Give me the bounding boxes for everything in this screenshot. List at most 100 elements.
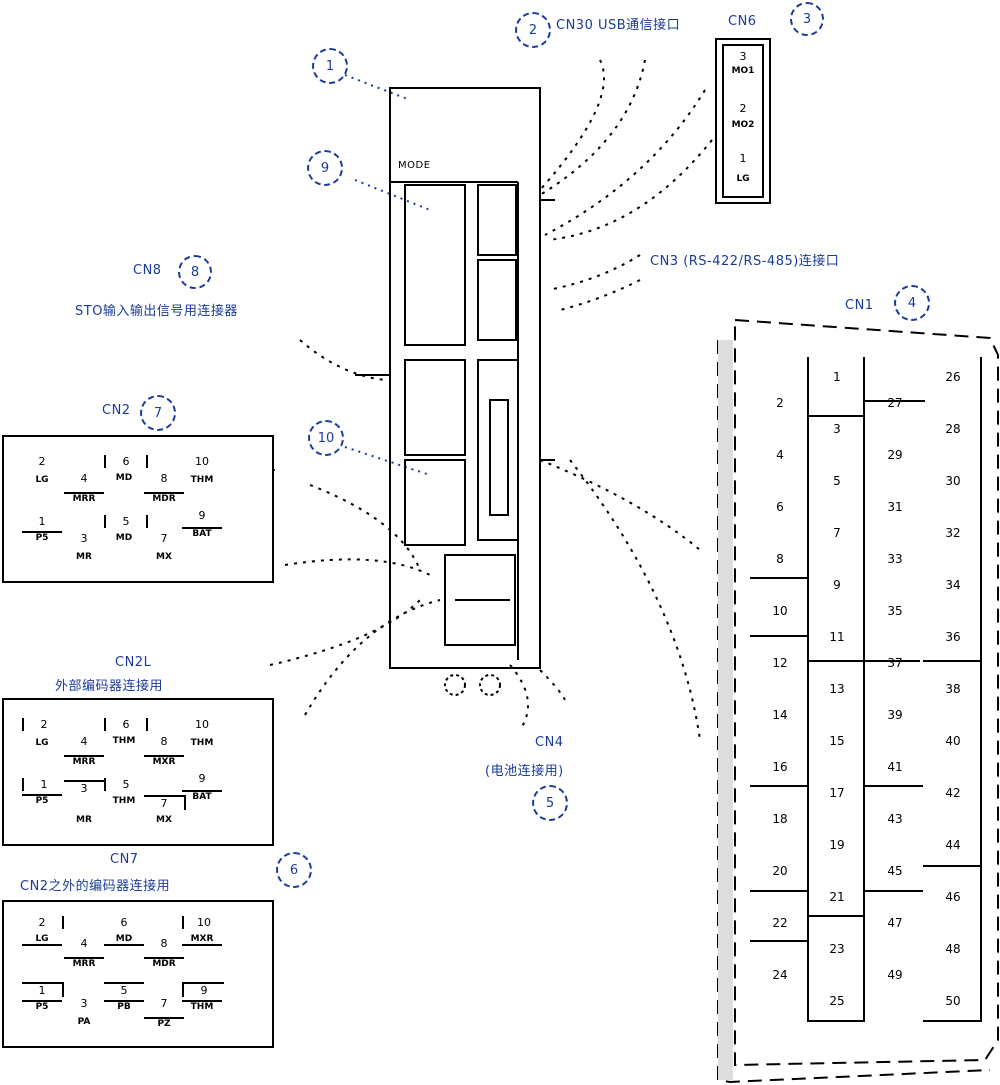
cn1-pin-number: 42 [945, 786, 961, 800]
cn1-separator [923, 865, 981, 867]
cn2-pin-number: 6 [104, 455, 148, 468]
cn1-pin-number: 44 [945, 838, 961, 852]
cn7-pin-number: 9 [182, 982, 224, 997]
leader-cn2 [309, 484, 421, 571]
cn2l-pin-signal: MRR [64, 755, 104, 767]
cn2-pin-number: 4 [80, 472, 88, 485]
callout-9: 9 [307, 150, 343, 186]
cn7-pin-number: 8 [160, 937, 168, 950]
cn2l-pin-table: 2 LG 4 MRR 6 THM 8 MXR 10 THM 1 P5 3 MR … [2, 698, 274, 846]
cn1-pin-number: 13 [829, 682, 845, 696]
cn2-pin-number: 1 [38, 515, 46, 528]
cn1-separator [750, 940, 808, 942]
cn1-pin-number: 14 [772, 708, 788, 722]
cn1-pin-number: 46 [945, 890, 961, 904]
cn1-pin-number: 38 [945, 682, 961, 696]
cn1-separator [807, 915, 865, 917]
cn2-pin-signal: MR [76, 552, 92, 562]
cn1-port [477, 359, 519, 541]
leader-cn4 [509, 664, 529, 731]
cn7-pin-signal: THM [182, 1000, 222, 1012]
cn1-shell [734, 318, 999, 1067]
cn1-separator [865, 400, 925, 402]
cn2l-pin-signal: MR [76, 815, 92, 825]
callout-10-number: 10 [317, 430, 335, 446]
callout-5-number: 5 [545, 795, 555, 811]
leader-cn8 [299, 339, 386, 381]
cn1-pin-number: 21 [829, 890, 845, 904]
cn6-pin-signal: MO2 [731, 120, 755, 130]
cn2-pin-signal: MX [156, 552, 172, 562]
cn1-pin-number: 5 [833, 474, 841, 488]
cn1-pin-number: 33 [887, 552, 903, 566]
cn2l-pin-signal: MXR [144, 755, 184, 767]
cn4-port-a [444, 674, 466, 696]
cn1-pin-number: 43 [887, 812, 903, 826]
callout-6: 6 [276, 852, 312, 888]
cn1-pin-number: 45 [887, 864, 903, 878]
cn1-pin-number: 7 [833, 526, 841, 540]
callout-7-number: 7 [153, 405, 163, 421]
cn7-pin-number: 7 [160, 997, 168, 1010]
cn1-separator [750, 890, 808, 892]
cn1-separator [923, 1020, 981, 1022]
cn2l-pin-signal: P5 [22, 794, 62, 806]
cn1-pin-number: 34 [945, 578, 961, 592]
cn1-pin-number: 41 [887, 760, 903, 774]
cn1-pin-number: 32 [945, 526, 961, 540]
callout-5: 5 [532, 785, 568, 821]
cn1-pin-number: 30 [945, 474, 961, 488]
cn2-port [444, 554, 516, 646]
cn8-description: STO输入输出信号用连接器 [75, 304, 238, 319]
cn4-port-b [479, 674, 501, 696]
cn1-pin-number: 24 [772, 968, 788, 982]
cn1-column-border [980, 357, 982, 1022]
cn7-pin-signal: PB [104, 1000, 144, 1012]
cn7-pin-number: 10 [182, 916, 224, 929]
cn1-pin-number: 1 [833, 370, 841, 384]
cn1-pin-number: 19 [829, 838, 845, 852]
cn1-separator [750, 785, 808, 787]
cn1-pin-number: 2 [776, 396, 784, 410]
cn2l-pin-number: 7 [144, 795, 186, 810]
cn30-label: CN30 USB通信接口 [556, 18, 681, 33]
cn7-pin-number: 1 [22, 982, 64, 997]
cn1-separator [807, 415, 865, 417]
cn6-pin-number: 1 [739, 152, 747, 165]
cn1-pin-number: 18 [772, 812, 788, 826]
cn1-pin-number: 36 [945, 630, 961, 644]
cn1-pin-number: 39 [887, 708, 903, 722]
cn2-pin-signal: MRR [64, 492, 104, 504]
cn8-title: CN8 [133, 263, 162, 278]
cn2l-pin-number: 3 [64, 780, 104, 795]
cn6-pin-signal: LG [736, 174, 750, 184]
cn2l-pin-signal: THM [190, 738, 214, 748]
cn2l-title: CN2L [115, 655, 152, 670]
cn1-separator [865, 785, 923, 787]
cn7-pin-signal: PZ [144, 1017, 184, 1029]
cn1-pin-number: 29 [887, 448, 903, 462]
cn2l-pin-signal: THM [112, 796, 136, 806]
cn1-pin-number: 47 [887, 916, 903, 930]
cn1-pin-number: 31 [887, 500, 903, 514]
cn1-separator [750, 577, 808, 579]
cn2-pin-number: 5 [104, 515, 148, 528]
cn7-pin-number: 5 [104, 982, 144, 997]
cn2l-pin-signal: BAT [182, 790, 222, 802]
cn2-pin-number: 8 [160, 472, 168, 485]
cn1-pin-number: 9 [833, 578, 841, 592]
cn1-pin-number: 4 [776, 448, 784, 462]
cn1-pin-number: 11 [829, 630, 845, 644]
cn7-pin-number: 3 [80, 997, 88, 1010]
cn1-separator [865, 890, 923, 892]
cn1-pin-number: 25 [829, 994, 845, 1008]
cn2-pin-number: 10 [195, 455, 209, 468]
cn2l-pin-number: 1 [22, 778, 64, 791]
cn1-pin-number: 8 [776, 552, 784, 566]
cn1-pin-number: 40 [945, 734, 961, 748]
leader-line-10 [344, 446, 431, 476]
callout-4: 4 [894, 285, 930, 321]
callout-7: 7 [140, 395, 176, 431]
cn7-pin-number: 2 [22, 916, 64, 929]
callout-9-number: 9 [320, 160, 330, 176]
